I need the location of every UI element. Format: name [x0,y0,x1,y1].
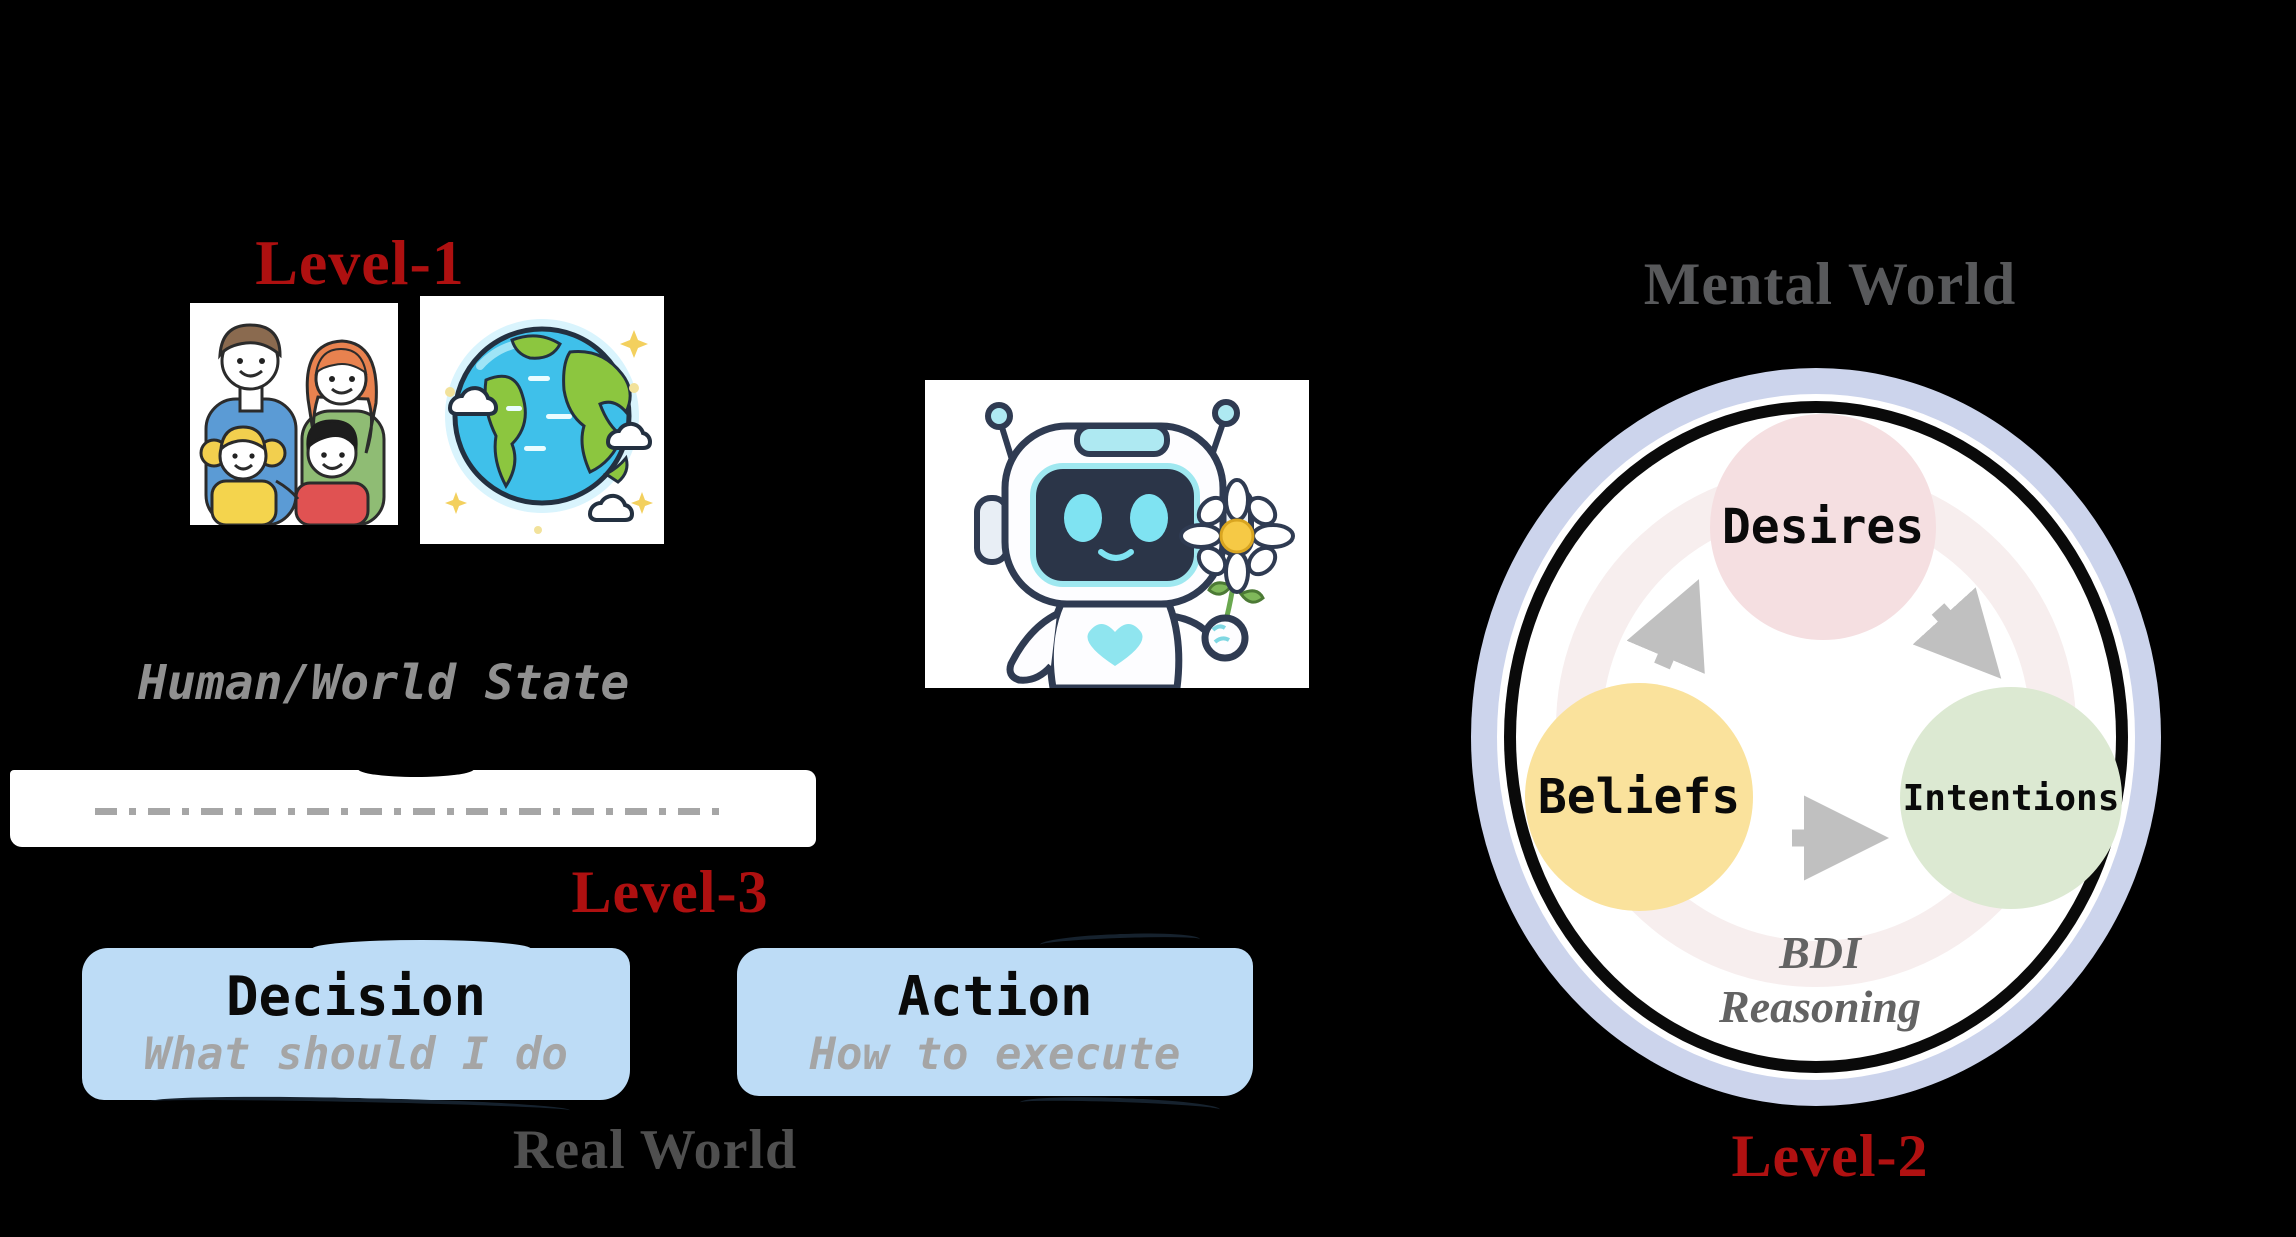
bdi-reasoning-label: BDI Reasoning [1690,926,1950,1034]
left-arm [1006,610,1059,684]
eye-left [1064,494,1102,542]
action-sketch-stroke-bottom [1019,1094,1221,1118]
beliefs-to-desires-arrow [1626,579,1705,674]
dash-dot-line [95,808,725,815]
sparkle-icons [445,330,653,534]
decision-box-sketch-bump [312,940,532,958]
desires-circle: Desires [1710,414,1936,640]
desires-to-intentions-arrow [1912,587,2002,679]
heart-icon [1087,624,1143,666]
leaf-right [1238,589,1265,604]
face-screen [1030,463,1200,587]
son-figure [294,419,370,527]
knuckles [1211,624,1230,644]
action-subtitle: How to execute [809,1029,1181,1080]
beliefs-label: Beliefs [1537,769,1741,825]
decision-box: Decision What should I do [82,940,630,1100]
desires-label: Desires [1721,499,1925,555]
family-illustration [190,303,398,527]
decision-title: Decision [225,965,487,1028]
globe-illustration [420,296,664,544]
human-world-state-label: Human/World State [138,655,630,711]
real-world-label: Real World [512,1119,798,1181]
bdi-reasoning-line1: BDI [1779,927,1861,978]
decision-subtitle: What should I do [144,1029,568,1080]
eye-right [1130,494,1168,542]
ocean-highlights [506,376,572,451]
level3-label: Level-3 [571,859,769,925]
head-panel [1074,423,1170,457]
daughter-figure [199,425,287,527]
level2-label: Level-2 [1731,1123,1929,1189]
daisy-flower-icon [1179,478,1295,594]
globe-drawing [445,319,653,534]
cycle-arrow-icons [1626,579,2002,881]
bdi-reasoning-line2: Reasoning [1719,981,1921,1032]
beliefs-circle: Beliefs [1525,683,1753,911]
intentions-circle: Intentions [1900,687,2122,909]
bar-notch [358,761,474,777]
cloud-icons [447,386,652,522]
mental-world-label: Mental World [1643,251,2017,317]
level1-label: Level-1 [255,227,465,298]
smile [1098,549,1134,561]
robot-illustration [925,380,1309,692]
leaf-left [1207,581,1234,596]
action-title: Action [897,965,1093,1028]
robot-drawing [974,399,1295,692]
interface-bar [10,761,816,847]
intentions-label: Intentions [1902,777,2120,819]
family-drawing [199,323,386,527]
action-box: Action How to execute [737,948,1253,1096]
